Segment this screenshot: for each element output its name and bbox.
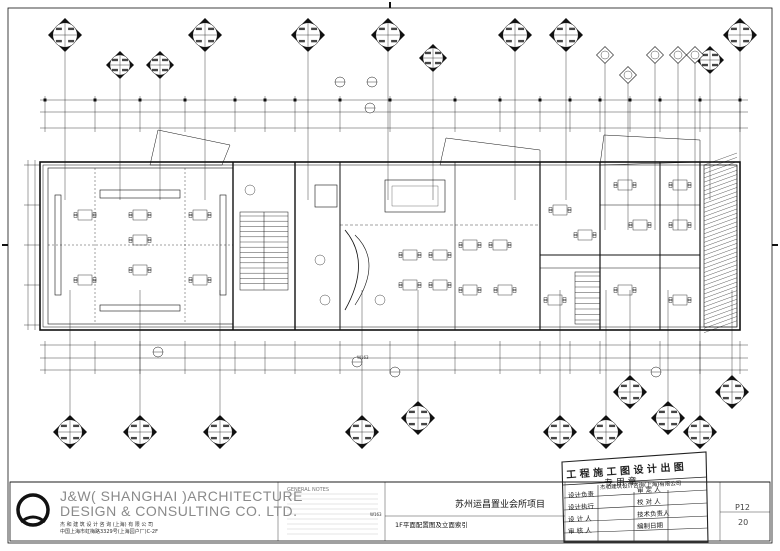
- firm-name-line2: DESIGN & CONSULTING CO. LTD.: [60, 503, 298, 519]
- stamp-row-2-left: 设计执行: [567, 502, 595, 512]
- elevation-callout-diamond: [345, 415, 379, 449]
- elevation-callout-diamond: [589, 415, 623, 449]
- dimension-lines-left: [24, 160, 40, 330]
- elevation-callout-diamond: [291, 18, 325, 52]
- elevation-callout-diamond: [683, 415, 717, 449]
- stamp-row-4-right: 编制日期: [636, 521, 664, 531]
- elevation-callout-diamond: [613, 375, 647, 409]
- elevation-callout-diamond: [651, 401, 685, 435]
- elevation-callout-diamond: [106, 51, 134, 79]
- stair-right-treads: [575, 275, 600, 321]
- elevation-callout-diamond: [549, 18, 583, 52]
- elevation-callout-diamond: [203, 415, 237, 449]
- elevation-callout-diamond: [715, 375, 749, 409]
- elevation-callout-diamond: [48, 18, 82, 52]
- elevation-callout-diamond: [123, 415, 157, 449]
- elevation-callout-diamond: [401, 401, 435, 435]
- firm-name-chinese: 杰 和 建 筑 设 计 咨 询 (上海) 有 限 公 司: [60, 522, 153, 528]
- elevation-callouts: [48, 18, 757, 449]
- elevation-callout-diamond: [188, 18, 222, 52]
- callout-leaders: [64, 52, 741, 415]
- stamp-row-1-left: 设计负责: [567, 490, 595, 500]
- stair-treads: [240, 215, 288, 284]
- stamp-row-3-left: 设 计 人: [567, 514, 592, 524]
- elevation-callout-diamond: [696, 46, 724, 74]
- general-notes-label: GENERAL NOTES: [287, 487, 330, 493]
- stamp-row-4-left: 审 核 人: [567, 526, 592, 536]
- furniture: [73, 179, 692, 306]
- elevation-callout-diamond: [371, 18, 405, 52]
- section-tag-label: W163: [370, 512, 382, 517]
- approval-stamp: [561, 451, 709, 543]
- firm-address: 中国上海市虹梅路3329号(上海园户厂)C-2F: [60, 529, 158, 535]
- section-tag-label-2: W163: [357, 355, 369, 360]
- section-tags: [152, 76, 662, 378]
- stamp-row-3-right: 技术负责人: [636, 509, 670, 519]
- stair: [239, 211, 289, 291]
- wall-hatch: [703, 152, 738, 333]
- elevation-callout-diamond: [723, 18, 757, 52]
- title-block: [9, 481, 771, 542]
- drawing-title: 1F平面配置图及立面索引: [395, 521, 468, 529]
- building-walls: [39, 161, 741, 331]
- elevation-callout-diamond: [498, 18, 532, 52]
- grid-ticks: [43, 96, 742, 374]
- stamp-row-2-right: 校 对 人: [636, 497, 661, 507]
- project-name: 苏州运昌置业会所项目: [455, 500, 546, 510]
- firm-name-line1: J&W( SHANGHAI )ARCHITECTURE: [60, 488, 303, 504]
- elevation-callout-diamond: [146, 51, 174, 79]
- elevation-callout-diamond: [419, 44, 447, 72]
- page-number: 20: [738, 518, 749, 527]
- sheet-code: P12: [735, 503, 751, 512]
- elevation-callout-diamond: [53, 415, 87, 449]
- elevation-callout-diamond: [543, 415, 577, 449]
- stamp-row-1-right: 审 定 人: [636, 485, 661, 495]
- general-notes-lines: [287, 493, 378, 535]
